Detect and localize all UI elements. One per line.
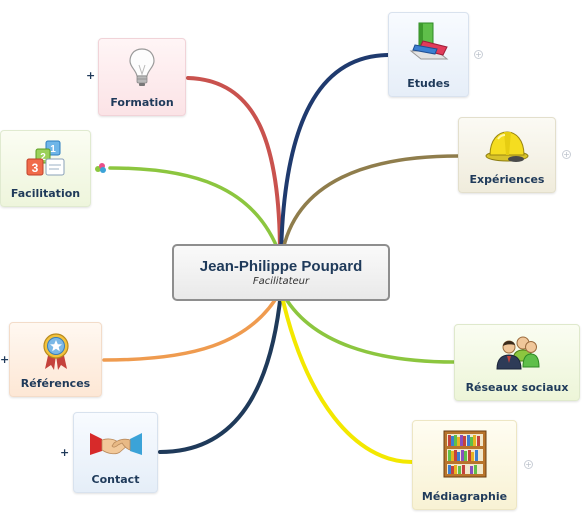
expand-mediagraphie[interactable]: + xyxy=(524,460,533,469)
svg-text:2: 2 xyxy=(40,152,46,163)
hard-hat-icon xyxy=(485,131,529,162)
lightbulb-icon xyxy=(129,48,155,86)
node-references[interactable]: Références xyxy=(9,322,102,397)
node-label-contact: Contact xyxy=(91,473,140,486)
books-icon xyxy=(409,22,448,60)
connector-contact xyxy=(158,290,283,454)
people-icon xyxy=(496,336,540,370)
node-label-facilitation: Facilitation xyxy=(10,187,81,200)
node-reseaux-sociaux[interactable]: Réseaux sociaux xyxy=(454,324,580,401)
bookshelf-icon xyxy=(443,430,486,478)
node-contact[interactable]: Contact xyxy=(73,412,158,493)
node-label-references: Références xyxy=(20,377,91,390)
svg-text:3: 3 xyxy=(31,161,38,175)
handshake-icon xyxy=(89,433,142,455)
connector-experiences xyxy=(280,154,460,257)
expand-formation[interactable]: + xyxy=(86,69,96,82)
node-experiences[interactable]: Expériences xyxy=(458,117,556,193)
central-node[interactable]: Jean-Philippe Poupard Facilitateur xyxy=(172,244,390,301)
node-label-reseaux-sociaux: Réseaux sociaux xyxy=(465,381,569,394)
node-label-formation: Formation xyxy=(110,96,174,109)
connector-references xyxy=(102,290,282,362)
connector-formation xyxy=(186,76,282,257)
central-subtitle: Facilitateur xyxy=(252,276,310,287)
connector-reseaux xyxy=(280,290,456,364)
node-facilitation[interactable]: 1 2 3 Facilitation xyxy=(0,130,91,207)
award-ribbon-icon xyxy=(42,333,69,370)
node-label-etudes: Etudes xyxy=(407,77,450,90)
expand-etudes[interactable]: + xyxy=(474,50,483,59)
connector-facilitation xyxy=(108,166,282,257)
connector-mediagraphie xyxy=(279,290,414,464)
numbered-blocks-icon: 1 2 3 xyxy=(26,140,64,176)
node-etudes[interactable]: Etudes xyxy=(388,12,469,97)
central-title: Jean-Philippe Poupard xyxy=(199,258,363,275)
node-mediagraphie[interactable]: Médiagraphie xyxy=(412,420,517,510)
expand-experiences[interactable]: + xyxy=(562,150,571,159)
node-formation[interactable]: Formation xyxy=(98,38,186,116)
expand-contact[interactable]: + xyxy=(60,446,70,459)
svg-text:1: 1 xyxy=(50,144,56,155)
node-label-experiences: Expériences xyxy=(469,173,545,186)
connector-etudes xyxy=(279,53,390,257)
multicolor-dots-icon[interactable] xyxy=(94,162,108,174)
expand-references[interactable]: + xyxy=(0,353,10,366)
node-label-mediagraphie: Médiagraphie xyxy=(421,490,508,503)
